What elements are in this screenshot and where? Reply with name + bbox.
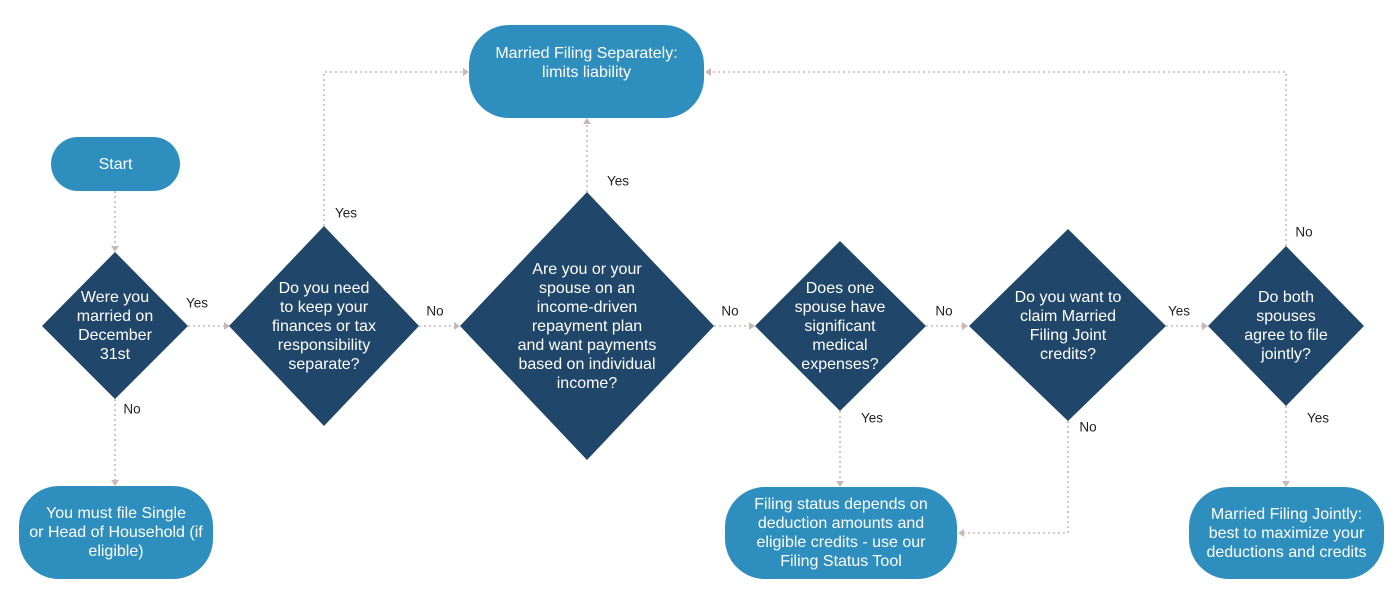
edge-label-credits-yes: Yes — [1167, 303, 1191, 319]
question-separate-line-4: responsibility — [277, 336, 371, 354]
outcome-jointly-node — [1189, 487, 1384, 579]
edge-label-income-no: No — [721, 303, 739, 319]
outcome-jointly-line-3: deductions and credits — [1206, 543, 1367, 561]
question-income-line-6: based on individual — [518, 355, 656, 373]
edge-label-medical-no: No — [935, 303, 953, 319]
question-married-line-2: married on — [76, 308, 154, 325]
question-income-line-7: income? — [556, 374, 618, 392]
question-income-line-5: and want payments — [517, 336, 657, 354]
arrow-separate-yes — [463, 68, 469, 76]
outcome-depends-line-2: deduction amounts and — [757, 515, 925, 532]
edge-label-separate-no: No — [426, 303, 444, 319]
question-income-line-3: income-driven — [536, 298, 638, 316]
outcome-separately-line-1: Married Filing Separately: — [495, 44, 678, 62]
question-credits-line-3: Filing Joint — [1029, 327, 1107, 344]
question-income-label: Are you or your spouse on an income-driv… — [497, 256, 677, 396]
edge-label-agree-no: No — [1295, 224, 1313, 240]
question-agree-line-1: Do both — [1257, 289, 1315, 306]
question-medical-line-5: expenses? — [801, 355, 879, 373]
question-credits-node — [969, 229, 1166, 421]
question-agree-line-3: agree to file — [1244, 327, 1328, 344]
arrow-income-no — [749, 322, 755, 330]
outcome-single-label: You must file Single or Head of Househol… — [19, 486, 213, 579]
question-credits-label: Do you want to claim Married Filing Join… — [993, 286, 1143, 366]
question-medical-line-3: significant — [804, 317, 876, 335]
edge-separate-yes — [323, 71, 463, 226]
outcome-single-line-2: or Head of Household (if — [29, 524, 203, 541]
start-node — [51, 137, 180, 191]
question-agree-line-2: spouses — [1256, 308, 1316, 325]
question-medical-label: Does one spouse have significant medical… — [780, 276, 900, 376]
question-agree-node — [1208, 246, 1364, 406]
question-separate-line-3: finances or tax — [271, 317, 377, 335]
outcome-jointly-line-2: best to maximize your — [1208, 524, 1365, 542]
question-medical-line-2: spouse have — [794, 298, 886, 316]
edge-label-medical-yes: Yes — [860, 410, 884, 426]
arrow-income-yes — [583, 118, 591, 124]
question-married-label: Were you married on December 31st — [55, 286, 175, 366]
outcome-separately-label: Married Filing Separately: limits liabil… — [469, 25, 704, 118]
arrow-credits-yes — [1202, 322, 1208, 330]
outcome-depends-node — [725, 487, 957, 579]
question-credits-line-2: claim Married — [1019, 308, 1116, 325]
question-medical-node — [755, 241, 926, 411]
question-medical-line-1: Does one — [805, 279, 875, 297]
outcome-separately-node — [469, 25, 704, 118]
question-married-line-1: Were you — [80, 289, 150, 306]
question-married-node — [42, 252, 188, 399]
question-separate-label: Do you need to keep your finances or tax… — [249, 276, 399, 376]
arrow-start-to-married — [111, 246, 119, 252]
edge-agree-no — [711, 71, 1287, 246]
outcome-single-line-3: eligible) — [88, 543, 144, 560]
outcome-depends-line-4: Filing Status Tool — [780, 553, 902, 570]
edge-credits-no — [964, 421, 1069, 534]
outcome-jointly-line-1: Married Filing Jointly: — [1210, 505, 1363, 523]
edge-label-separate-yes: Yes — [334, 205, 358, 221]
question-income-line-2: spouse on an — [538, 279, 636, 297]
edge-label-income-yes: Yes — [606, 173, 630, 189]
arrow-agree-no — [705, 68, 711, 76]
edge-label-agree-yes: Yes — [1306, 410, 1330, 426]
arrow-medical-no — [962, 322, 968, 330]
question-medical-line-4: medical — [812, 336, 868, 354]
outcome-depends-line-1: Filing status depends on — [754, 496, 928, 513]
outcome-single-node — [19, 486, 213, 579]
outcome-depends-label: Filing status depends on deduction amoun… — [725, 487, 957, 579]
arrow-separate-no — [454, 322, 460, 330]
arrow-married-no — [111, 480, 119, 486]
arrow-medical-yes — [836, 481, 844, 487]
arrow-credits-no — [958, 529, 964, 537]
outcome-jointly-label: Married Filing Jointly: best to maximize… — [1189, 487, 1384, 579]
outcome-single-line-1: You must file Single — [46, 505, 186, 522]
question-agree-line-4: jointly? — [1261, 346, 1311, 363]
arrow-agree-yes — [1282, 481, 1290, 487]
edge-label-credits-no: No — [1079, 419, 1097, 435]
question-separate-node — [229, 226, 419, 426]
question-married-line-3: December — [78, 327, 152, 344]
start-text: Start — [98, 155, 133, 173]
question-income-line-4: repayment plan — [531, 317, 643, 335]
arrow-married-yes — [224, 322, 230, 330]
question-separate-line-2: to keep your — [279, 298, 369, 316]
question-income-node — [460, 192, 714, 460]
question-separate-line-1: Do you need — [278, 279, 370, 297]
question-separate-line-5: separate? — [288, 355, 360, 373]
question-credits-line-1: Do you want to — [1014, 289, 1122, 306]
question-agree-label: Do both spouses agree to file jointly? — [1226, 286, 1346, 366]
edge-label-married-yes: Yes — [185, 295, 209, 311]
question-income-line-1: Are you or your — [532, 260, 642, 278]
outcome-depends-line-3: eligible credits - use our — [756, 534, 926, 551]
start-label: Start — [51, 137, 180, 191]
question-credits-line-4: credits? — [1039, 346, 1097, 363]
edge-label-married-no: No — [123, 401, 141, 417]
question-married-line-4: 31st — [99, 346, 131, 363]
outcome-separately-line-2: limits liability — [542, 63, 631, 81]
